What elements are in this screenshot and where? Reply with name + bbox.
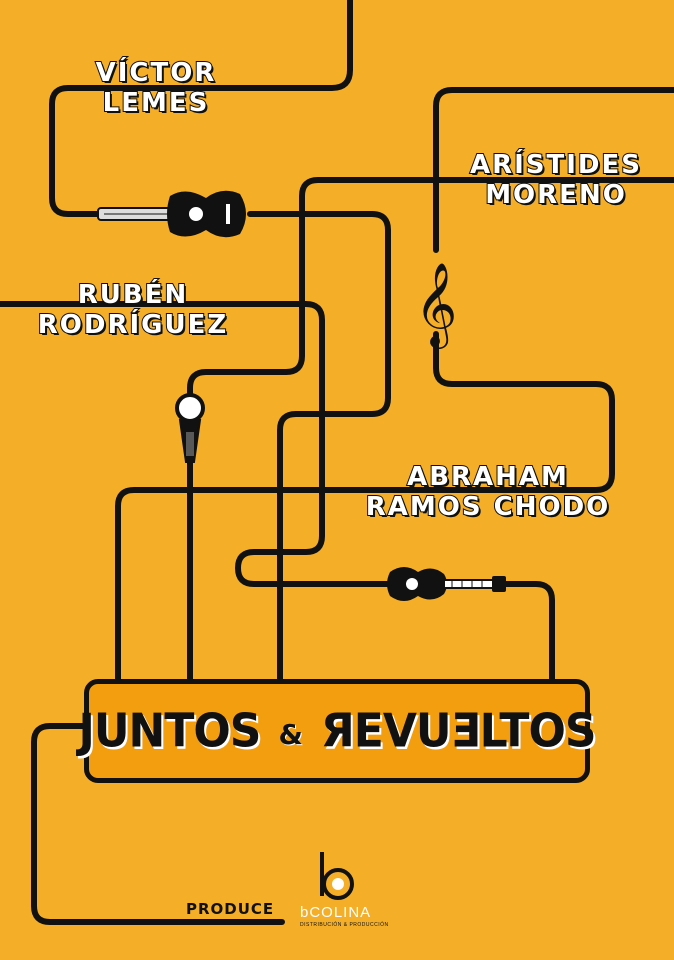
artist-last-name: RAMOS CHODO <box>365 491 611 523</box>
brand-subtitle: DISTRIBUCIÓN & PRODUCCIÓN <box>300 922 389 928</box>
brand-name: bCOLINA <box>300 904 372 921</box>
title-ampersand: & <box>278 717 303 751</box>
bcolina-logo-icon <box>320 852 354 900</box>
artist-name: ARÍSTIDES MORENO <box>466 149 646 211</box>
artist-first-name: VÍCTOR <box>95 57 217 89</box>
guitar-icon <box>97 190 246 238</box>
svg-text:𝄞: 𝄞 <box>415 261 458 349</box>
artist-last-name: RODRÍGUEZ <box>37 309 229 341</box>
artist-last-name: MORENO <box>484 179 627 211</box>
artist-first-name: RUBÉN <box>77 279 189 311</box>
ukulele-icon <box>387 567 506 601</box>
artist-first-name: ABRAHAM <box>406 461 569 493</box>
artist-name: VÍCTOR LEMES <box>76 57 236 119</box>
artist-last-name: LEMES <box>102 87 210 119</box>
artist-name: RUBÉN RODRÍGUEZ <box>28 279 238 341</box>
produce-label: PRODUCE <box>186 900 275 918</box>
microphone-icon <box>175 393 205 463</box>
treble-clef-icon: 𝄞 <box>415 261 458 349</box>
poster-title: JUNTOS & ЯEVUƎLTOS <box>78 684 596 778</box>
title-box: JUNTOS & ЯEVUƎLTOS <box>78 679 597 783</box>
title-left: JUNTOS <box>78 704 261 758</box>
title-right: ЯEVUƎLTOS <box>320 704 597 758</box>
artist-first-name: ARÍSTIDES <box>469 149 643 181</box>
artist-name: ABRAHAM RAMOS CHODO <box>352 461 624 523</box>
